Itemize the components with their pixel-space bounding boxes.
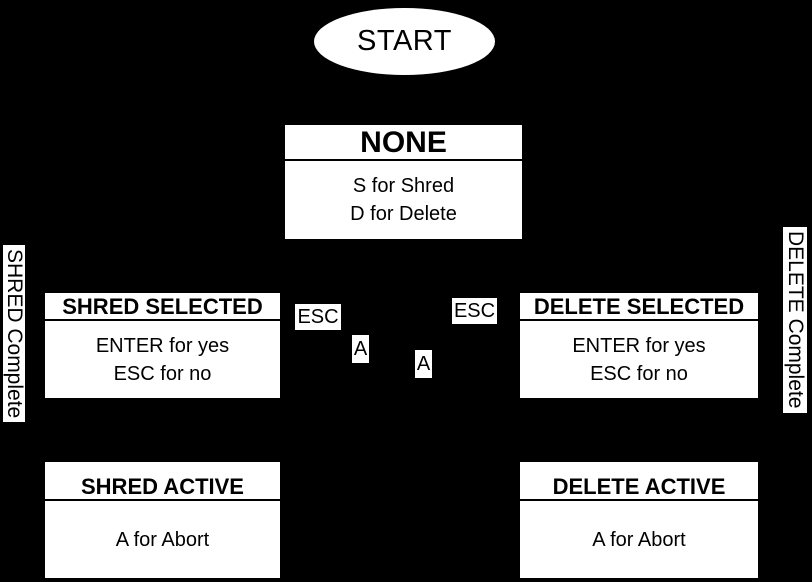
start-node: START (314, 8, 495, 75)
state-delete-active-body: A for Abort (520, 501, 758, 578)
transition-label-esc-right: ESC (452, 298, 497, 324)
transition-label-abort-right: A (415, 350, 432, 378)
state-delete-active-line1: A for Abort (592, 528, 686, 551)
state-shred-selected-line2: ESC for no (113, 362, 212, 385)
state-none-body: S for Shred D for Delete (285, 161, 522, 239)
state-delete-selected-title: DELETE SELECTED (520, 293, 758, 321)
state-none: NONE S for Shred D for Delete (285, 125, 522, 239)
state-delete-selected-body: ENTER for yes ESC for no (520, 321, 758, 398)
state-shred-active-line1: A for Abort (115, 528, 210, 551)
state-none-title: NONE (285, 125, 522, 161)
state-none-line2: D for Delete (350, 203, 457, 225)
transition-label-esc-left: ESC (295, 304, 341, 330)
state-shred-active-body: A for Abort (45, 501, 280, 578)
transition-label-shred-complete: SHRED Complete (3, 245, 26, 422)
state-delete-selected: DELETE SELECTED ENTER for yes ESC for no (520, 293, 758, 398)
state-delete-selected-line1: ENTER for yes (572, 334, 706, 357)
state-delete-active-title: DELETE ACTIVE (520, 462, 758, 501)
state-shred-selected-title: SHRED SELECTED (45, 293, 280, 321)
state-delete-active: DELETE ACTIVE A for Abort (520, 462, 758, 578)
state-shred-active: SHRED ACTIVE A for Abort (45, 462, 280, 578)
transition-label-delete-complete: DELETE Complete (783, 227, 807, 413)
state-shred-selected: SHRED SELECTED ENTER for yes ESC for no (45, 293, 280, 398)
state-none-line1: S for Shred (352, 175, 455, 197)
state-shred-active-title: SHRED ACTIVE (45, 462, 280, 501)
transition-label-abort-left: A (352, 335, 369, 363)
state-shred-selected-line1: ENTER for yes (95, 334, 230, 357)
state-delete-selected-line2: ESC for no (590, 362, 688, 385)
state-shred-selected-body: ENTER for yes ESC for no (45, 321, 280, 398)
